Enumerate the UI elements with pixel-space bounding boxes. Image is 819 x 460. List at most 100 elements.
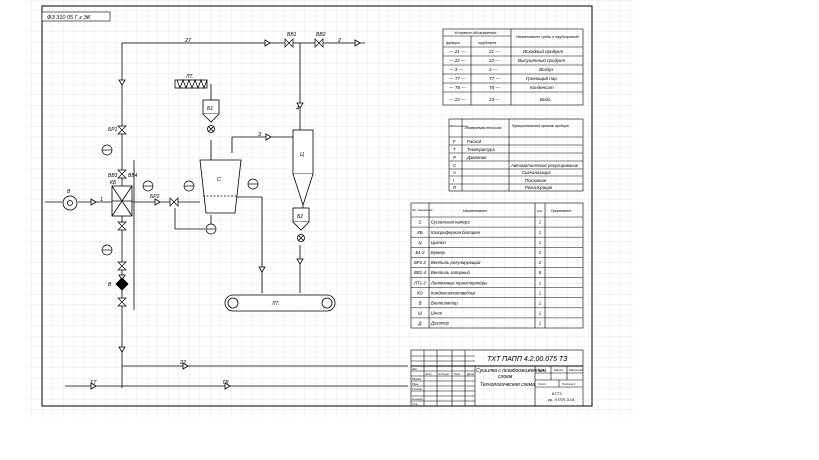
tb-sheet: Лист bbox=[537, 382, 546, 386]
drawing-title-2: слоем bbox=[498, 374, 513, 380]
spec-cell-pos: Д bbox=[417, 321, 421, 326]
stream-label-t7: Т7 bbox=[90, 380, 97, 386]
legend-instr-table bbox=[448, 118, 584, 192]
legend-lines-col-symbol: Условное обозначение bbox=[454, 30, 497, 35]
spec-cell-qty: 1 bbox=[539, 300, 542, 305]
sheet-frame bbox=[41, 5, 593, 407]
valve-label-bb2: ВВ2 bbox=[316, 32, 326, 38]
spec-cell-name: Циклон bbox=[431, 240, 446, 245]
spec-cell-qty: 1 bbox=[539, 321, 542, 326]
legend-line-code: — 23 — bbox=[448, 97, 466, 102]
tb-row: Разраб. bbox=[412, 377, 422, 381]
instr-code: I bbox=[453, 178, 455, 183]
legend-lines-col-name: Наименование среды в трубопроводе bbox=[516, 35, 579, 39]
legend-line-name: Конденсат bbox=[530, 85, 554, 90]
legend-line-code: — Т8 — bbox=[448, 85, 466, 90]
legend-line-code2: 3 — bbox=[489, 67, 498, 72]
valve-top-2[interactable] bbox=[314, 38, 324, 48]
drawing-code: ТХТ ПАПП 4.2.00.075 ТЗ bbox=[487, 356, 568, 363]
spec-cell-pos: КБ bbox=[417, 230, 423, 235]
instr-code: P bbox=[453, 155, 456, 160]
legend-line-name: Грееющий пар bbox=[526, 75, 557, 81]
flow-arrows bbox=[90, 39, 361, 390]
stream-label-4: 4 bbox=[296, 106, 299, 112]
tb-sheets: Листов 1 bbox=[561, 382, 576, 386]
spec-cell-name: Вентилятор bbox=[431, 300, 458, 305]
legend-line-code2: 22 — bbox=[488, 58, 500, 63]
legend-line-name: Вода bbox=[540, 97, 551, 102]
legend-line-name: Высушенный продукт bbox=[518, 57, 565, 63]
legend-lines-col-sub2: трубопров. bbox=[478, 41, 497, 45]
label-fan: В bbox=[67, 189, 71, 195]
spec-cell-qty: 1 bbox=[539, 240, 542, 245]
instr-code: F bbox=[453, 139, 456, 144]
instr-func: Показание bbox=[525, 178, 547, 183]
heater-battery-kb[interactable] bbox=[111, 185, 133, 217]
legend-line-code2: Т8 — bbox=[489, 85, 501, 90]
instr-param: Расход bbox=[467, 139, 482, 144]
stream-label-27: 27 bbox=[184, 38, 192, 44]
legend-line-name: Воздух bbox=[539, 67, 554, 72]
valve-label-bb1: ВВ1 bbox=[287, 32, 297, 38]
spec-cell-pos: Ц bbox=[418, 240, 421, 245]
tb-org-1: БГТУ, bbox=[552, 391, 563, 396]
instr-code: C bbox=[453, 163, 457, 168]
label-lt-bottom: ЛТ. bbox=[271, 301, 279, 307]
legend-instr-col-code: Обозначение bbox=[449, 124, 468, 128]
tb-row: Н.контр. bbox=[412, 397, 423, 401]
stream-label-3: 3 bbox=[258, 132, 262, 138]
condensate-trap[interactable] bbox=[115, 277, 129, 291]
tb-col: Дата bbox=[466, 372, 474, 376]
valve-br1[interactable] bbox=[117, 125, 127, 135]
valve-label-bb4: ВВ4 bbox=[128, 173, 138, 179]
screw-feeder[interactable] bbox=[174, 78, 208, 90]
hopper-b1[interactable] bbox=[202, 99, 220, 133]
spec-cell-qty: 1 bbox=[539, 280, 542, 285]
tb-col: № докум. bbox=[438, 372, 450, 376]
hopper-b2[interactable] bbox=[292, 207, 310, 242]
tb-row: Изм. bbox=[412, 367, 418, 371]
drying-chamber[interactable] bbox=[199, 159, 242, 214]
cyclone[interactable] bbox=[292, 129, 314, 208]
tb-lit: Лит. bbox=[537, 368, 545, 372]
valve-label-br1: БР1 bbox=[108, 127, 118, 133]
tb-row: Утв. bbox=[412, 402, 418, 406]
spec-cell-pos: ВВ1-4 bbox=[414, 270, 427, 275]
valve-top-1[interactable] bbox=[284, 38, 294, 48]
legend-line-code2: Т7 — bbox=[489, 76, 501, 81]
tb-col: Лист bbox=[424, 372, 433, 376]
legend-line-code2: 23 — bbox=[488, 97, 500, 102]
spec-cell-name: Бункер bbox=[431, 250, 446, 255]
spec-cell-pos: С bbox=[418, 220, 422, 225]
instr-func: Автоматическое регулирование bbox=[510, 163, 579, 168]
fan-b[interactable] bbox=[62, 195, 78, 211]
tb-row: Пров. bbox=[412, 382, 419, 386]
spec-col-qty: Кол. bbox=[537, 209, 543, 213]
spec-cell-pos: Б1-2 bbox=[415, 250, 425, 255]
valve-bb3[interactable] bbox=[117, 169, 127, 307]
spec-col-note: Примечание bbox=[551, 209, 571, 213]
spec-cell-qty: 2 bbox=[538, 250, 542, 255]
legend-line-name: Исходный продукт bbox=[523, 48, 563, 54]
spec-cell-name: Ленточные транспортёры bbox=[430, 280, 488, 285]
spec-cell-qty: 2 bbox=[538, 260, 542, 265]
stamp-code-box bbox=[41, 11, 111, 22]
valve-br2[interactable] bbox=[169, 197, 179, 207]
legend-lines-table bbox=[442, 28, 584, 106]
spec-col-pos: Поз. обозначение bbox=[412, 209, 433, 212]
instr-code: A bbox=[452, 170, 456, 175]
instr-func: Сигнализация bbox=[522, 170, 551, 175]
label-b2: Б2 bbox=[297, 214, 303, 220]
tb-col: Подп. bbox=[454, 372, 461, 376]
legend-line-code: — 21 — bbox=[448, 49, 466, 54]
belt-conveyor[interactable] bbox=[224, 294, 336, 312]
label-ko: В bbox=[108, 282, 112, 288]
spec-cell-name: Сушильная камера bbox=[431, 220, 470, 225]
instr-param: Давление bbox=[466, 155, 487, 160]
spec-cell-pos: В bbox=[419, 300, 422, 305]
spec-cell-name: Дозатор bbox=[430, 321, 450, 326]
spec-cell-name: Конденсатоотводчик bbox=[431, 290, 476, 295]
stream-label-2: 2 bbox=[337, 38, 341, 44]
spec-cell-name: Калориферная батарея bbox=[431, 230, 481, 235]
